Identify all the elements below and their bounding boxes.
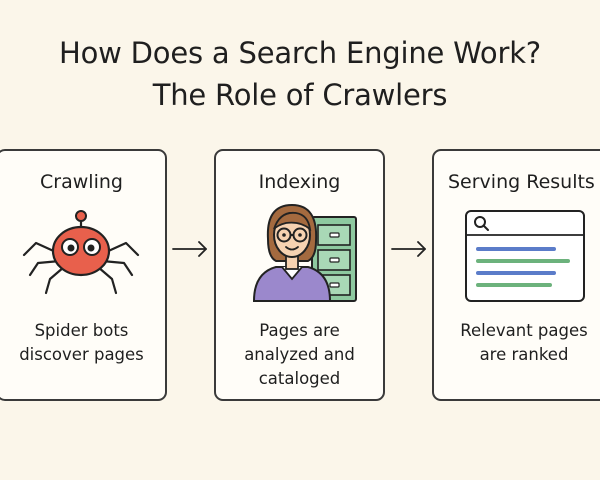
- step-card-indexing: Indexing Pages are analyzed and cataloge…: [214, 149, 385, 401]
- step-card-crawling: Crawling Spider bots discover pages: [0, 149, 167, 401]
- spider-bot-icon: [22, 210, 140, 295]
- arrow-right-icon: [391, 241, 426, 257]
- title-line-1: How Does a Search Engine Work?: [58, 36, 541, 70]
- step-card-serving-results: Serving Results Relevant pages are ranke…: [432, 149, 600, 401]
- step-title: Indexing: [258, 171, 341, 193]
- step-title: Serving Results: [448, 171, 595, 193]
- step-description: Spider bots discover pages: [19, 321, 144, 364]
- title-line-2: The Role of Crawlers: [152, 78, 448, 112]
- librarian-filing-cabinet-icon: [252, 203, 357, 302]
- arrow-right-icon: [172, 241, 207, 257]
- step-description: Relevant pages are ranked: [460, 321, 588, 364]
- diagram-title: How Does a Search Engine Work? The Role …: [0, 32, 600, 116]
- search-results-window-icon: [465, 210, 585, 302]
- step-description: Pages are analyzed and cataloged: [244, 321, 355, 388]
- step-title: Crawling: [40, 171, 123, 193]
